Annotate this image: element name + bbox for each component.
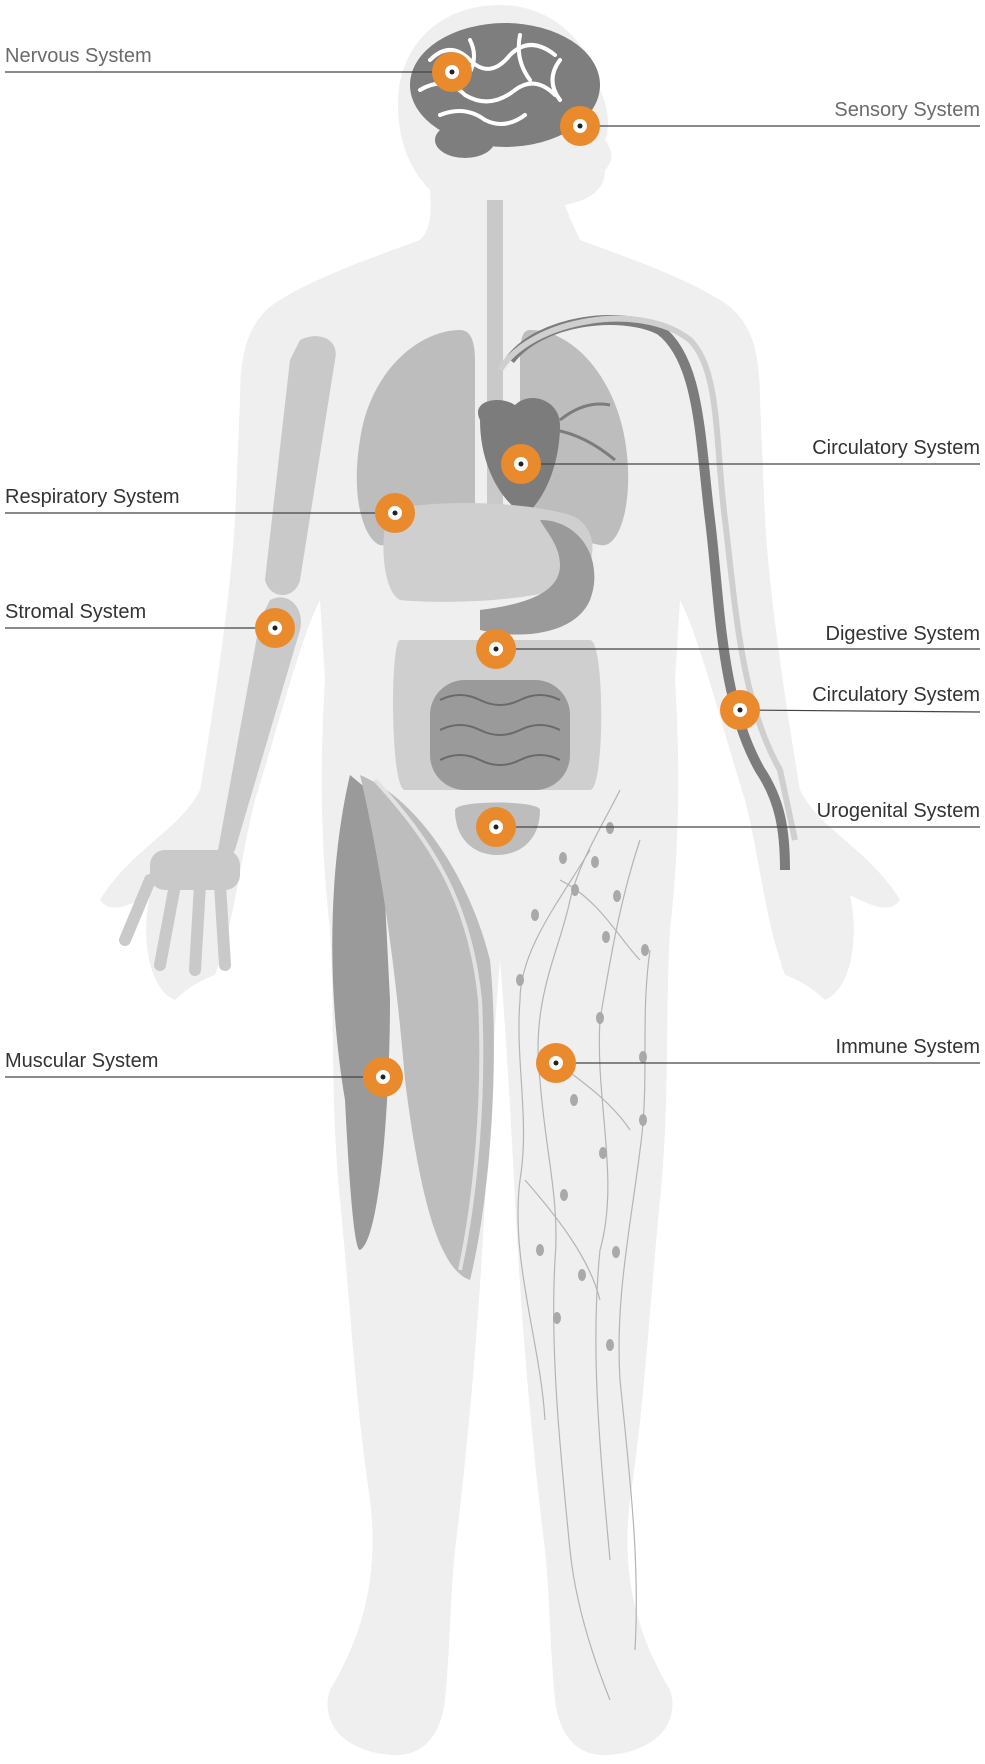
label-muscular-system[interactable]: Muscular System [5, 1050, 158, 1072]
marker-muscular[interactable] [363, 1057, 403, 1097]
marker-respiratory[interactable] [375, 493, 415, 533]
marker-urogenital[interactable] [476, 807, 516, 847]
marker-circulatory-lower[interactable] [720, 690, 760, 730]
marker-circulatory-upper[interactable] [501, 444, 541, 484]
marker-stromal[interactable] [255, 608, 295, 648]
label-circulatory-system-lower[interactable]: Circulatory System [812, 684, 980, 706]
marker-digestive[interactable] [476, 629, 516, 669]
marker-immune[interactable] [536, 1043, 576, 1083]
label-urogenital-system[interactable]: Urogenital System [817, 800, 980, 822]
label-sensory-system[interactable]: Sensory System [834, 99, 980, 121]
marker-sensory[interactable] [560, 106, 600, 146]
label-digestive-system[interactable]: Digestive System [826, 623, 981, 645]
marker-nervous[interactable] [432, 52, 472, 92]
label-respiratory-system[interactable]: Respiratory System [5, 486, 180, 508]
label-circulatory-system-upper[interactable]: Circulatory System [812, 437, 980, 459]
label-stromal-system[interactable]: Stromal System [5, 601, 146, 623]
label-immune-system[interactable]: Immune System [836, 1036, 980, 1058]
label-nervous-system[interactable]: Nervous System [5, 45, 152, 67]
